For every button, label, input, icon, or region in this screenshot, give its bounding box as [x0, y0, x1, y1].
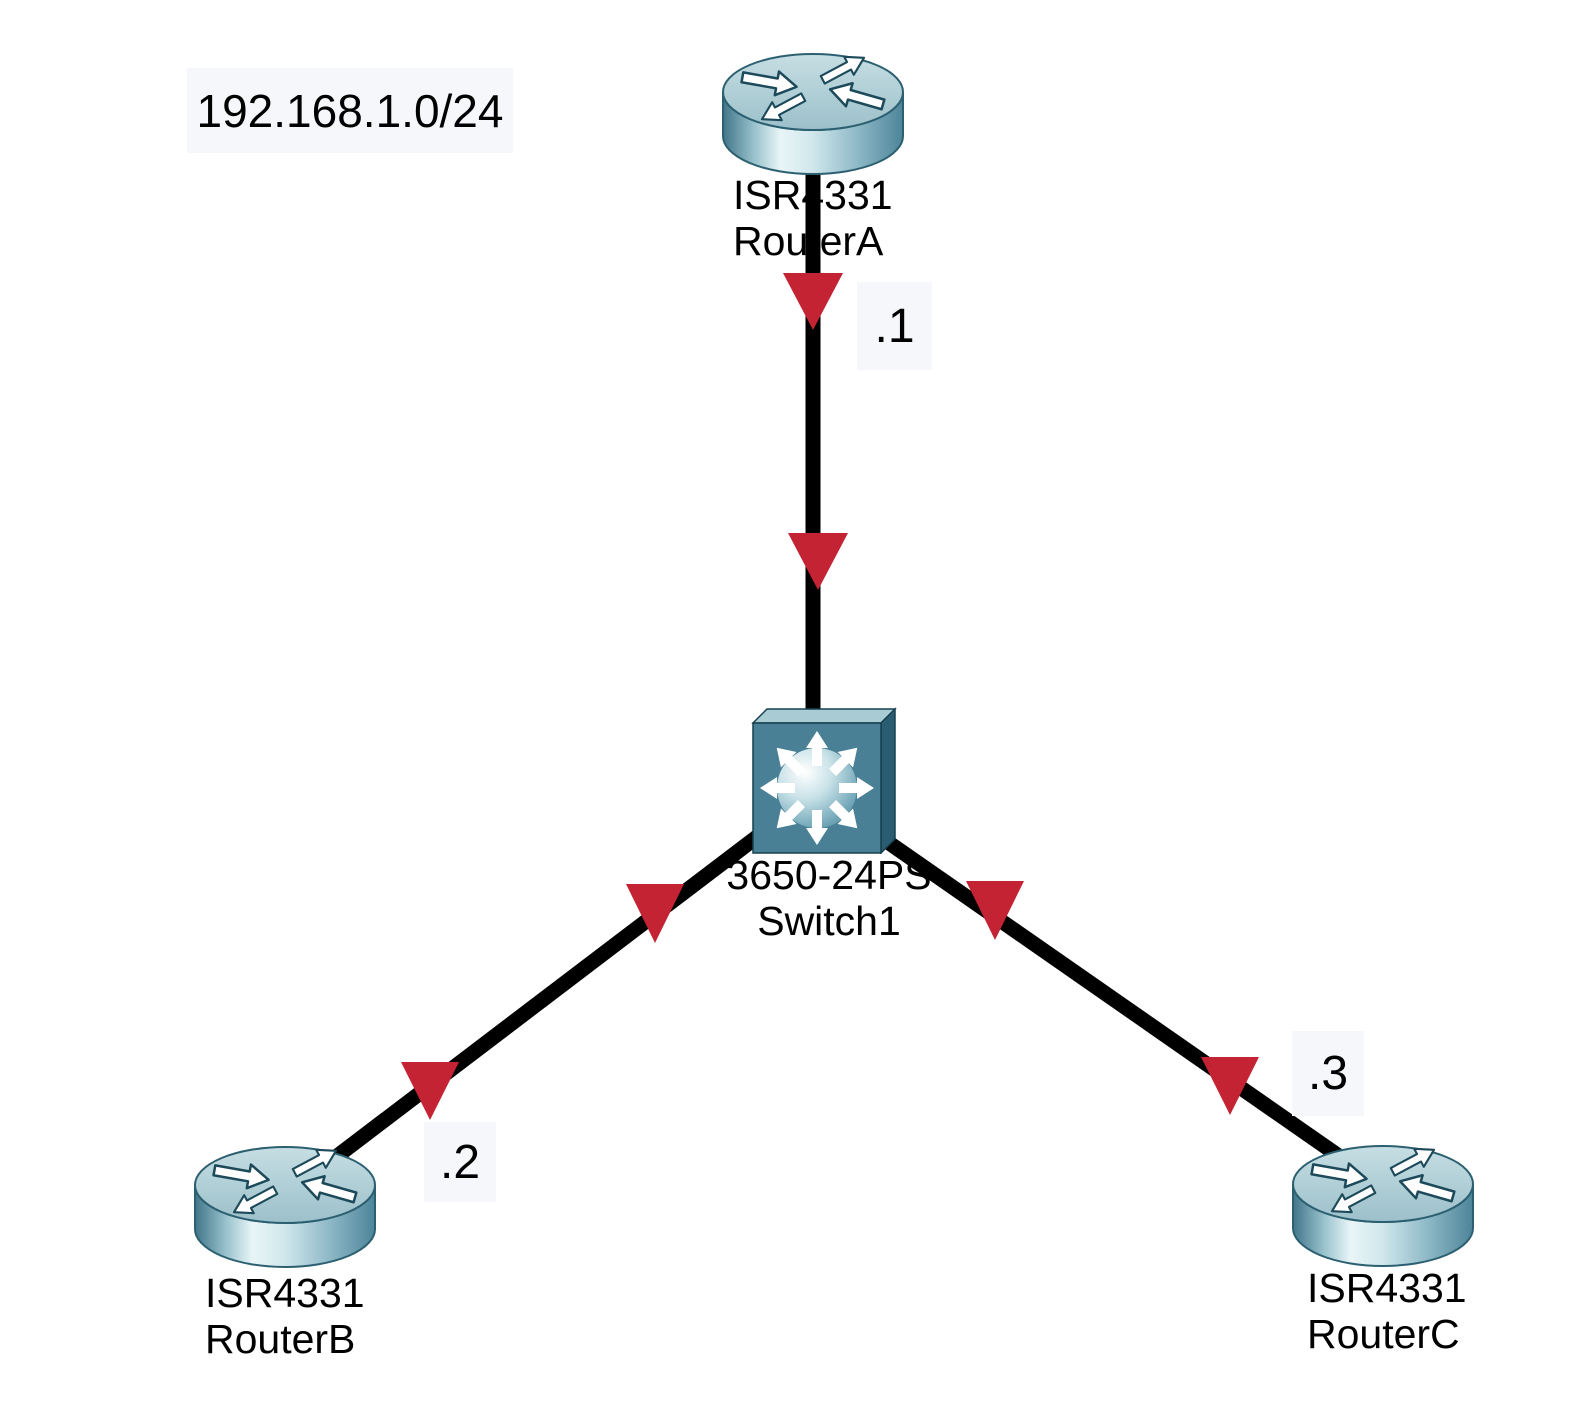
routerc-name: RouterC	[1307, 1311, 1460, 1357]
routerc-label: ISR4331 RouterC	[1307, 1265, 1467, 1357]
link-arrow	[788, 533, 848, 590]
subnet-note[interactable]: 192.168.1.0/24	[187, 68, 513, 153]
link-arrow	[966, 881, 1024, 940]
router-icon	[193, 1145, 377, 1269]
routerb-name: RouterB	[205, 1316, 356, 1362]
device-switch1[interactable]	[751, 706, 897, 854]
ip-label-routera: .1	[857, 282, 932, 370]
link-arrow	[783, 273, 843, 330]
routerb-label: ISR4331 RouterB	[205, 1270, 365, 1362]
routerb-model: ISR4331	[205, 1270, 365, 1316]
switch-icon	[751, 706, 897, 854]
switch1-label: 3650-24PS Switch1	[718, 852, 940, 944]
ip-label-routerc: .3	[1292, 1031, 1364, 1116]
router-icon	[721, 52, 905, 176]
link-routerb-switch1[interactable]	[327, 786, 821, 1166]
device-routerb[interactable]	[193, 1145, 377, 1269]
routerc-model: ISR4331	[1307, 1265, 1467, 1311]
ip-label-routerb: .2	[424, 1122, 496, 1202]
link-routerc-switch1[interactable]	[811, 785, 1361, 1175]
switch1-model: 3650-24PS	[726, 852, 932, 898]
link-arrow	[401, 1062, 459, 1120]
link-arrow	[1201, 1057, 1259, 1115]
link-arrow	[626, 884, 684, 943]
device-routerc[interactable]	[1291, 1144, 1475, 1268]
router-icon	[1291, 1144, 1475, 1268]
switch1-name: Switch1	[757, 898, 901, 944]
device-routera[interactable]	[721, 52, 905, 176]
